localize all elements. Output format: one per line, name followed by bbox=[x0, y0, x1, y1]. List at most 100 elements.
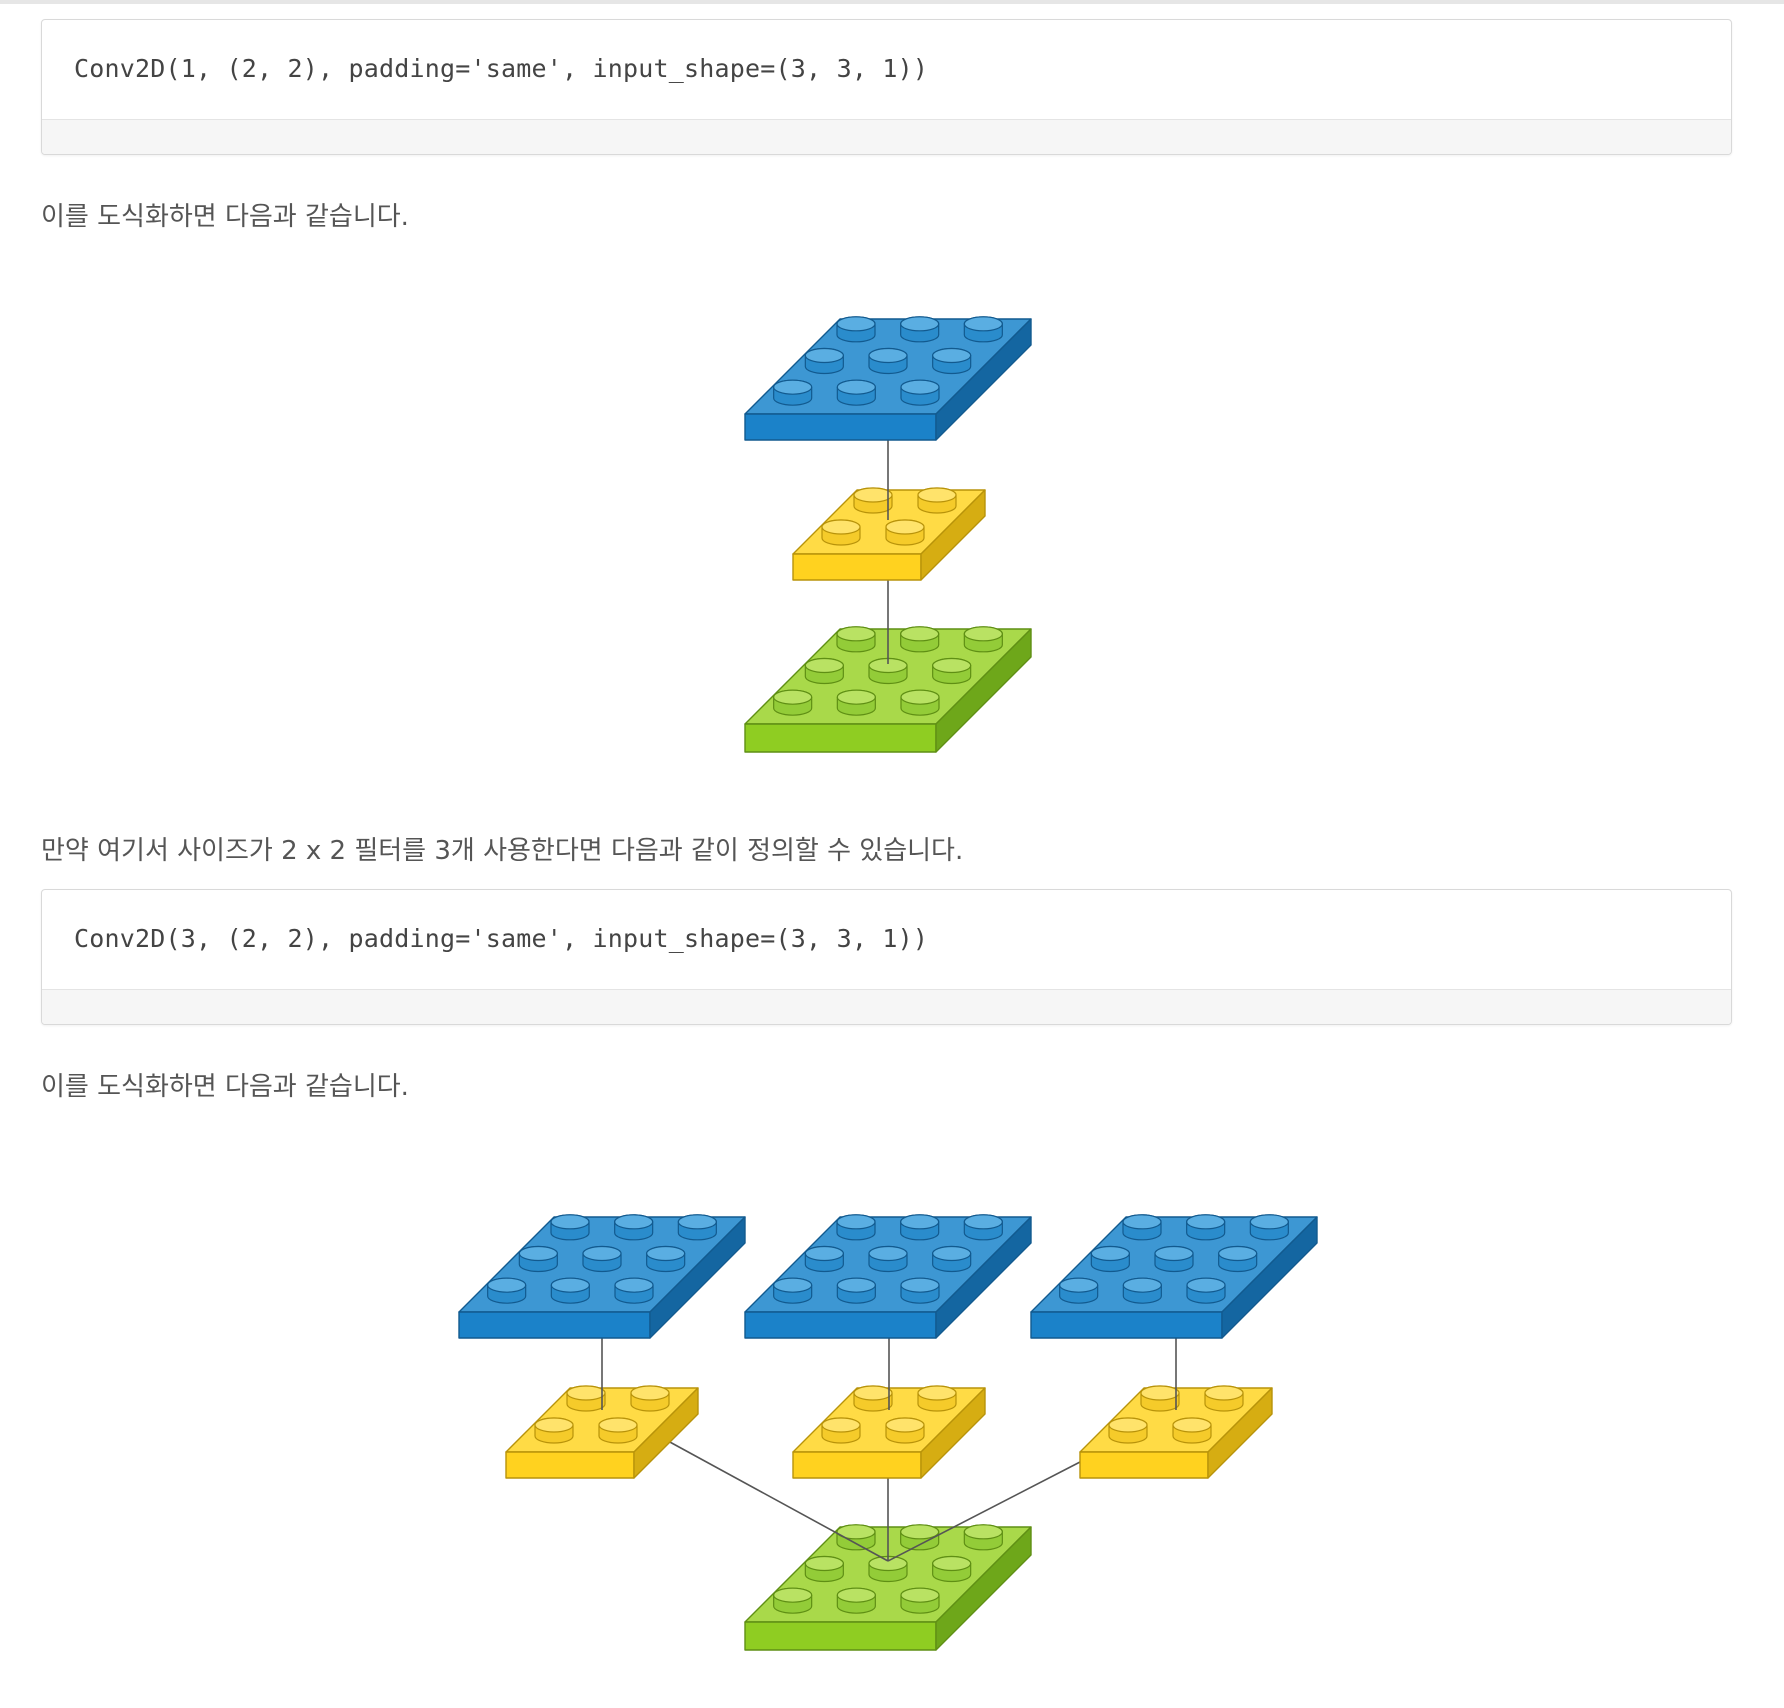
output-block-3x3 bbox=[744, 1214, 1032, 1339]
paragraph-2: 만약 여기서 사이즈가 2 x 2 필터를 3개 사용한다면 다음과 같이 정의… bbox=[41, 836, 964, 866]
stud bbox=[773, 1277, 813, 1304]
stud bbox=[836, 1277, 876, 1304]
stud bbox=[900, 316, 940, 343]
stud bbox=[836, 1214, 876, 1241]
stud bbox=[868, 1245, 908, 1273]
stud bbox=[614, 1277, 654, 1304]
stud bbox=[900, 689, 940, 716]
block-side-face bbox=[1221, 1216, 1318, 1339]
stud bbox=[836, 316, 876, 343]
stud bbox=[932, 657, 972, 685]
stud bbox=[900, 626, 940, 653]
block-front-face bbox=[1030, 1311, 1223, 1339]
block-side-face bbox=[920, 489, 986, 581]
stud bbox=[582, 1245, 622, 1273]
input-block-3x3 bbox=[744, 1524, 1032, 1651]
output-block-3x3 bbox=[1030, 1214, 1318, 1339]
stud bbox=[853, 487, 893, 514]
code-text: Conv2D(3, (2, 2), padding='same', input_… bbox=[74, 924, 929, 953]
filter-block-2x2 bbox=[792, 1385, 986, 1479]
stud bbox=[1108, 1417, 1148, 1444]
block-side-face bbox=[935, 1216, 1032, 1339]
stud bbox=[836, 689, 876, 716]
stud bbox=[1172, 1417, 1212, 1444]
code-block-1: Conv2D(1, (2, 2), padding='same', input_… bbox=[41, 19, 1732, 155]
block-front-face bbox=[792, 553, 922, 581]
stud bbox=[821, 519, 861, 546]
stud bbox=[836, 1524, 876, 1551]
stud bbox=[566, 1385, 606, 1412]
stud bbox=[1249, 1214, 1289, 1241]
stud bbox=[534, 1417, 574, 1444]
paragraph-3: 이를 도식화하면 다음과 같습니다. bbox=[41, 1072, 409, 1102]
stud bbox=[1186, 1277, 1226, 1304]
block-front-face bbox=[744, 1311, 937, 1339]
top-divider bbox=[0, 0, 1784, 4]
stud bbox=[900, 1587, 940, 1614]
stud bbox=[932, 1555, 972, 1583]
stud bbox=[1218, 1245, 1258, 1273]
stud bbox=[885, 519, 925, 546]
filter-block-2x2 bbox=[505, 1385, 699, 1479]
block-front-face bbox=[458, 1311, 651, 1339]
stud bbox=[1090, 1245, 1130, 1273]
block-front-face bbox=[744, 723, 937, 753]
stud bbox=[836, 1587, 876, 1614]
block-side-face bbox=[1207, 1387, 1273, 1479]
block-side-face bbox=[935, 1526, 1032, 1651]
stud bbox=[868, 657, 908, 685]
stud bbox=[804, 1245, 844, 1273]
stud bbox=[773, 1587, 813, 1614]
stud bbox=[1204, 1385, 1244, 1412]
filter-block-2x2 bbox=[1079, 1385, 1273, 1479]
stud bbox=[963, 1524, 1003, 1551]
output-block-3x3 bbox=[744, 316, 1032, 441]
stud bbox=[868, 347, 908, 375]
stud bbox=[1122, 1214, 1162, 1241]
stud bbox=[963, 316, 1003, 343]
stud bbox=[868, 1555, 908, 1583]
stud bbox=[900, 1524, 940, 1551]
stud bbox=[853, 1385, 893, 1412]
block-front-face bbox=[792, 1451, 922, 1479]
stud bbox=[646, 1245, 686, 1273]
stud bbox=[885, 1417, 925, 1444]
connector-line bbox=[887, 1461, 1081, 1562]
block-side-face bbox=[920, 1387, 986, 1479]
paragraph-1: 이를 도식화하면 다음과 같습니다. bbox=[41, 202, 409, 232]
stud bbox=[630, 1385, 670, 1412]
stud bbox=[963, 626, 1003, 653]
stud bbox=[932, 1245, 972, 1273]
stud bbox=[932, 347, 972, 375]
stud bbox=[1186, 1214, 1226, 1241]
stud bbox=[804, 347, 844, 375]
stud bbox=[804, 657, 844, 685]
stud bbox=[900, 1277, 940, 1304]
stud bbox=[917, 1385, 957, 1412]
block-front-face bbox=[744, 413, 937, 441]
stud bbox=[836, 379, 876, 406]
block-front-face bbox=[744, 1621, 937, 1651]
stud bbox=[1059, 1277, 1099, 1304]
block-side-face bbox=[649, 1216, 746, 1339]
stud bbox=[677, 1214, 717, 1241]
stud bbox=[614, 1214, 654, 1241]
stud bbox=[773, 379, 813, 406]
input-block-3x3 bbox=[744, 626, 1032, 753]
stud bbox=[917, 487, 957, 514]
stud bbox=[550, 1214, 590, 1241]
stud bbox=[821, 1417, 861, 1444]
block-side-face bbox=[633, 1387, 699, 1479]
stud bbox=[1140, 1385, 1180, 1412]
code-block-footer bbox=[42, 989, 1731, 1024]
connector-line bbox=[667, 1440, 889, 1562]
stud bbox=[836, 626, 876, 653]
stud bbox=[598, 1417, 638, 1444]
stud bbox=[1154, 1245, 1194, 1273]
block-front-face bbox=[505, 1451, 635, 1479]
block-front-face bbox=[1079, 1451, 1209, 1479]
block-side-face bbox=[935, 318, 1032, 441]
code-text: Conv2D(1, (2, 2), padding='same', input_… bbox=[74, 54, 929, 83]
stud bbox=[1122, 1277, 1162, 1304]
